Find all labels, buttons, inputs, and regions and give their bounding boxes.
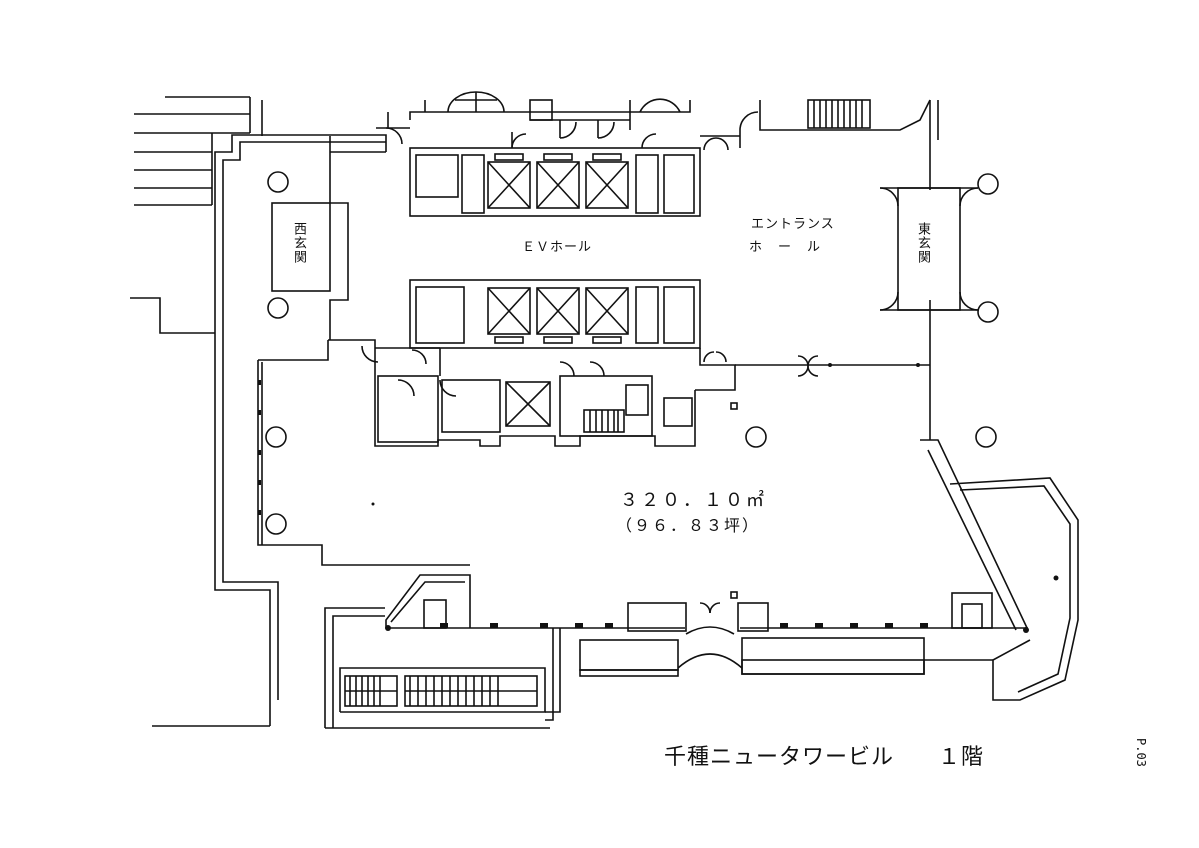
south-plaza [324,607,925,729]
east-wall [929,100,939,440]
upper-elevator-core [409,133,701,217]
southeast-terrace [924,477,1079,701]
west-vestibule [271,112,410,340]
east-vestibule [879,187,979,311]
entrance-hall-label-line1: エントランス [751,217,835,232]
area-tsubo: （９６．８３坪） [616,516,761,535]
tenant-space [257,340,1029,631]
exterior-stairs-northwest [134,96,263,206]
lower-elevator-core [409,279,701,349]
north-wall [409,91,691,149]
mullions [258,363,1059,633]
area-square-meters: ３２０．１０㎡ [620,490,767,511]
service-core [328,339,696,447]
ev-hall-label: ＥＶホール [522,240,593,255]
escalator [344,675,538,707]
entrance-hall-label-line2: ホール [749,240,837,255]
columns [265,171,999,535]
building-title: 千種ニュータワービル [664,745,895,770]
west-entrance-label: 西玄関 [291,222,306,264]
east-entrance-label: 東玄関 [915,222,930,264]
site-boundary-west [130,134,387,727]
floor-label: １階 [938,745,985,770]
page-number: P.03 [1134,738,1148,767]
tenant-partition [695,348,930,391]
north-stairs [700,99,931,151]
